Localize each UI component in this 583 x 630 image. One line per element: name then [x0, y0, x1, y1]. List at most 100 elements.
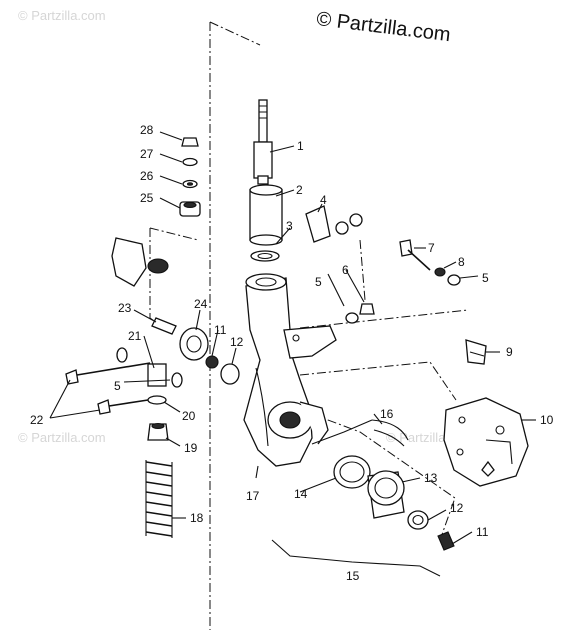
- bolt-head-lower: [97, 399, 111, 415]
- washer-26-hole: [186, 182, 194, 186]
- bracket-4: [305, 205, 331, 243]
- bolt-shank-lower: [108, 399, 149, 407]
- caliper-stud: [481, 460, 495, 477]
- wire-16: [371, 419, 409, 441]
- callout-13: 13: [424, 471, 438, 485]
- spindle-top-inner: [255, 277, 277, 287]
- callout-11-right: 11: [476, 525, 489, 539]
- ring-12-right: [407, 510, 429, 530]
- strut-collar: [257, 175, 269, 185]
- spindle-body: [243, 277, 313, 467]
- spring-18: [145, 460, 173, 538]
- guide-9: [299, 309, 469, 329]
- seal-14: [333, 455, 371, 489]
- leader-4: [317, 203, 323, 213]
- ring-12-left: [220, 363, 240, 385]
- leader-11a: [211, 329, 219, 357]
- ring-12-right-inner: [412, 514, 424, 526]
- guide-23: [149, 228, 161, 326]
- leader-17: [255, 465, 259, 479]
- leader-8: [443, 261, 457, 269]
- leader-11b: [451, 531, 473, 545]
- watermark-bottom-left: © Partzilla.com: [18, 430, 106, 445]
- nut-6-mid: [359, 303, 375, 315]
- washer-5-mid: [345, 312, 359, 324]
- spindle-housing: [243, 273, 337, 467]
- bushing-25-top: [183, 201, 197, 209]
- leader-27: [159, 153, 183, 163]
- callout-28: 28: [140, 123, 154, 137]
- callout-26: 26: [140, 169, 154, 183]
- washer-6-top: [349, 213, 363, 227]
- leader-12b: [427, 509, 447, 521]
- upper-bracket: [111, 237, 147, 287]
- strut-body: [249, 189, 283, 241]
- washer-upper: [116, 347, 128, 363]
- callout-19: 19: [184, 441, 198, 455]
- wire-16-lead: [311, 419, 373, 445]
- leader-14: [299, 477, 337, 493]
- bearing-13: [367, 470, 405, 506]
- callout-10: 10: [540, 413, 554, 427]
- callout-6: 6: [342, 263, 349, 277]
- caliper-10: [443, 397, 529, 487]
- spindle-arm: [283, 325, 337, 359]
- stud-23: [151, 317, 177, 335]
- spindle-contour: [255, 367, 269, 447]
- callout-3: 3: [286, 219, 293, 233]
- callout-4: 4: [320, 193, 327, 207]
- leader-20: [163, 401, 181, 413]
- callout-7: 7: [428, 241, 435, 255]
- callout-5-left: 5: [114, 379, 121, 393]
- callout-18: 18: [190, 511, 204, 525]
- callout-5-mid: 5: [315, 275, 322, 289]
- bushing-19-top: [151, 422, 165, 430]
- leader-16: [373, 413, 383, 425]
- callout-2: 2: [296, 183, 303, 197]
- leader-21: [143, 335, 155, 369]
- seal-14-inner: [339, 461, 365, 483]
- leader-5a: [327, 273, 345, 307]
- leader-12a: [231, 347, 237, 365]
- leader-24: [195, 309, 201, 331]
- bearing-24-inner: [186, 335, 202, 353]
- strut-body-top: [249, 184, 283, 196]
- bolt-head-upper: [65, 369, 79, 385]
- callout-14: 14: [294, 487, 308, 501]
- leader-28: [159, 131, 183, 141]
- arm-hole: [292, 334, 300, 342]
- callout-22: 22: [30, 413, 44, 427]
- callout-8: 8: [458, 255, 465, 269]
- guide-6: [359, 239, 366, 301]
- caliper-hole-3: [495, 425, 505, 435]
- pad-9: [465, 339, 487, 365]
- leader-26: [159, 175, 183, 185]
- guide-10: [299, 361, 457, 401]
- callout-16: 16: [380, 407, 394, 421]
- seal-11-left: [205, 355, 219, 369]
- callout-27: 27: [140, 147, 154, 161]
- pad-9-edge: [469, 351, 485, 357]
- wire-16b: [373, 429, 405, 447]
- nut-28: [181, 137, 199, 147]
- callout-17: 17: [246, 489, 260, 503]
- upper-bushing: [147, 258, 169, 274]
- callout-9: 9: [506, 345, 513, 359]
- leader-lines: [49, 131, 536, 545]
- leader-23: [133, 309, 157, 323]
- rod-thread: [259, 105, 267, 119]
- bearing-24: [179, 327, 209, 361]
- strut-shaft: [253, 141, 273, 179]
- spacer-21: [147, 363, 167, 387]
- leader-19: [165, 437, 181, 447]
- washer-5-top: [335, 221, 349, 235]
- guide-25: [149, 227, 199, 241]
- leader-25: [159, 197, 181, 209]
- washer-5-left: [171, 372, 183, 388]
- washer-5-right: [447, 274, 461, 286]
- bolt-7-shank: [407, 249, 431, 271]
- washer-20: [147, 395, 167, 405]
- strut-body-bottom: [249, 234, 283, 246]
- callout-15: 15: [346, 569, 360, 583]
